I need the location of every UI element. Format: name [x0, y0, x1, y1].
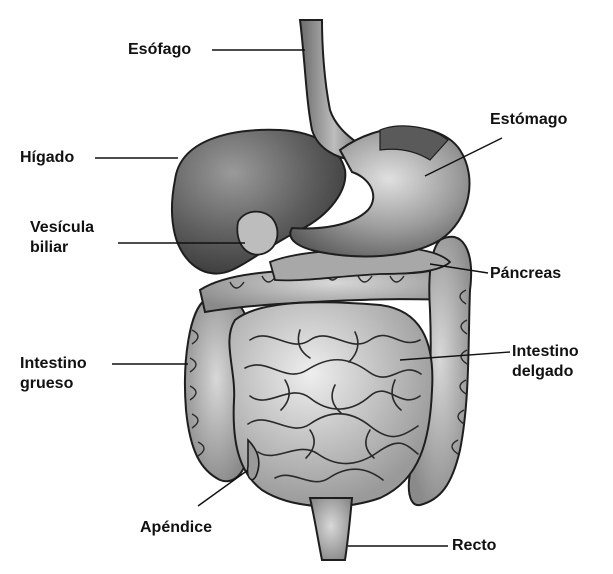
label-vesicula-line1: Vesícula — [30, 218, 94, 238]
label-higado-text: Hígado — [20, 148, 74, 168]
rectum — [310, 498, 352, 560]
label-intestino-delgado-line1: Intestino — [512, 342, 579, 362]
small-intestine — [229, 302, 432, 506]
label-apendice: Apéndice — [140, 518, 212, 538]
label-vesicula-line2: biliar — [30, 238, 94, 258]
label-intestino-delgado: Intestino delgado — [512, 342, 579, 382]
label-higado: Hígado — [20, 148, 74, 168]
label-intestino-grueso-line1: Intestino — [20, 354, 87, 374]
label-recto-text: Recto — [452, 536, 496, 556]
label-estomago: Estómago — [490, 110, 567, 130]
label-intestino-delgado-line2: delgado — [512, 362, 579, 382]
label-vesicula-biliar: Vesícula biliar — [30, 218, 94, 258]
label-intestino-grueso: Intestino grueso — [20, 354, 87, 394]
label-esofago: Esófago — [128, 40, 191, 60]
label-esofago-text: Esófago — [128, 40, 191, 60]
label-estomago-text: Estómago — [490, 110, 567, 130]
label-intestino-grueso-line2: grueso — [20, 374, 87, 394]
gallbladder — [237, 212, 277, 255]
label-pancreas-text: Páncreas — [490, 264, 561, 284]
label-recto: Recto — [452, 536, 496, 556]
label-pancreas: Páncreas — [490, 264, 561, 284]
label-apendice-text: Apéndice — [140, 518, 212, 538]
